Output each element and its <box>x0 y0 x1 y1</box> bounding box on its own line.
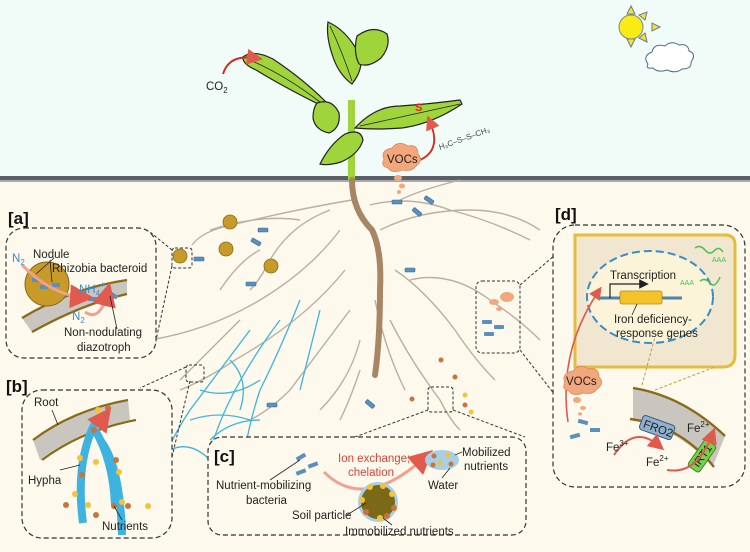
zoom-box-d <box>475 280 521 354</box>
zoom-box-b <box>185 364 205 383</box>
gene-box <box>619 290 663 305</box>
ground-line <box>0 176 750 180</box>
co2-uptake-arrow <box>222 48 263 75</box>
fe2-outside-label: Fe2+ <box>646 454 669 469</box>
rhizobia-label: Rhizobia bacteroid <box>52 263 147 275</box>
genes-label-2: response genes <box>616 328 698 340</box>
leaf-lobe-low <box>319 131 364 166</box>
fe-reduction-arrow <box>613 433 665 456</box>
taproot <box>349 177 384 378</box>
bacteria-label-2: bacteria <box>246 495 288 507</box>
root-label: Root <box>34 397 59 409</box>
process-label-1: Ion exchange; <box>338 453 410 465</box>
panel-d-vocs-cloud: VOCs <box>563 366 602 416</box>
panel-d: [d] Transcription Iron deficiency- respo… <box>552 205 746 488</box>
lateral-roots <box>149 179 541 431</box>
panel-b: [b] Root <box>6 377 173 539</box>
co2-label: CO2 <box>206 81 228 95</box>
sun-icon <box>618 4 662 49</box>
fe3-label: Fe3+ <box>606 439 629 454</box>
diazotroph-label-1: Non-nodulating <box>64 327 142 339</box>
water-label: Water <box>428 480 458 492</box>
ground-line-light <box>0 180 750 182</box>
zoom-box-d-contents <box>482 292 514 336</box>
panel-a: [a] Nodule Rhizobia bacteroid N2 NH4+ N2… <box>5 209 157 359</box>
leaf-top-right <box>354 28 389 66</box>
fe2-inside-label: Fe2+ <box>687 420 710 435</box>
hypha-label: Hypha <box>28 475 62 487</box>
sulfur-label: S <box>415 102 422 114</box>
mrna-2 <box>699 276 721 286</box>
polya-1: AAA <box>712 257 726 264</box>
root-nodules <box>172 214 279 274</box>
nodule-label: Nodule <box>33 249 69 261</box>
process-label-2: chelation <box>348 467 394 479</box>
svg-text:VOCs: VOCs <box>387 154 418 166</box>
soil-particle-label: Soil particle <box>292 510 351 522</box>
leaf-top <box>326 21 362 85</box>
bacteria-label-1: Nutrient-mobilizing <box>216 480 311 492</box>
fe-uptake-arrow <box>666 427 717 472</box>
zoom-connectors <box>139 231 556 458</box>
voc-sulfur-arrow <box>419 115 440 161</box>
diazotroph-label-2: diazotroph <box>77 342 131 354</box>
vocs-cloud: VOCs <box>382 143 421 172</box>
mobilized-label-2: nutrients <box>464 461 508 473</box>
leaf-lobe-left <box>312 101 340 134</box>
voc-signal-arrow <box>565 286 602 423</box>
soil-bacteria <box>193 195 435 409</box>
soil-nutrients <box>409 357 474 415</box>
nh4-label: NH4+ <box>79 280 105 298</box>
n2-top-label: N2 <box>12 253 25 267</box>
plant-shoot <box>242 21 463 180</box>
panel-d-tag: [d] <box>555 205 577 224</box>
fungal-hyphae <box>159 299 321 471</box>
svg-text:VOCs: VOCs <box>566 376 597 388</box>
polya-2: AAA <box>680 280 694 287</box>
cloud-icon <box>645 42 695 73</box>
soil-particle <box>358 482 398 522</box>
transcription-label: Transcription <box>610 270 676 282</box>
panel-b-tag: [b] <box>6 377 28 396</box>
mobilized-label-1: Mobilized <box>462 447 511 459</box>
zoom-box-c <box>427 386 454 413</box>
n2-bottom-label: N2 <box>72 311 85 325</box>
leaf-right <box>353 99 463 130</box>
mobilized-nutrients-droplet <box>425 450 459 470</box>
panel-c: [c] Nutrient-mobilizing bacteria Ion exc… <box>207 436 527 538</box>
panel-c-tag: [c] <box>214 447 235 466</box>
immobilized-label: Immobilized nutrients <box>345 526 454 538</box>
zoom-box-a <box>171 247 193 269</box>
genes-label-1: Iron deficiency- <box>614 314 692 326</box>
panel-a-tag: [a] <box>8 209 29 228</box>
mrna-1 <box>694 245 724 254</box>
nutrients-label: Nutrients <box>102 521 148 533</box>
